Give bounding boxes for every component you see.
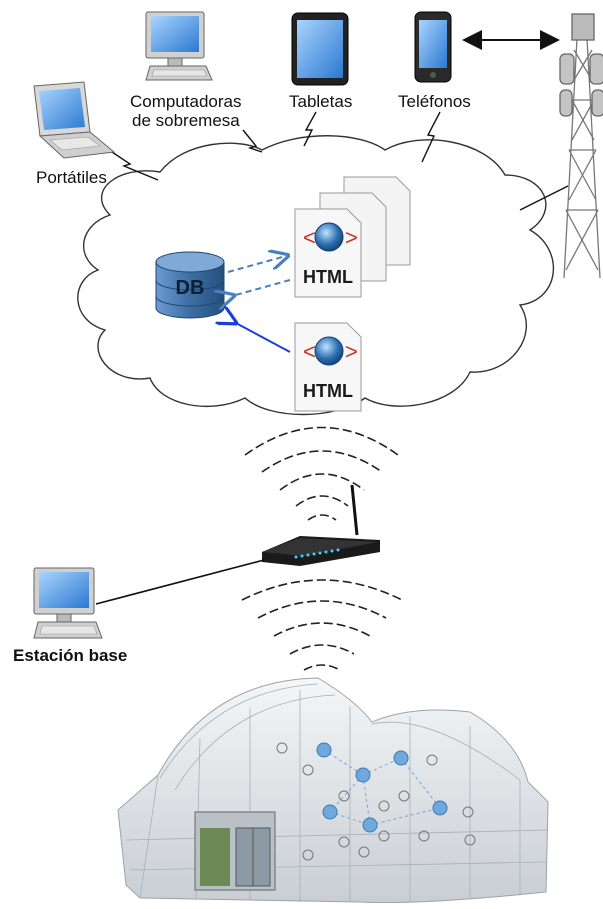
- base-station-cable: [95, 559, 265, 605]
- svg-text:<: <: [303, 339, 316, 364]
- svg-text:>: >: [345, 225, 358, 250]
- desktops-label-line1: Computadoras: [130, 92, 242, 111]
- wireless-waves-lower: [241, 579, 403, 671]
- wireless-waves-upper: [244, 426, 399, 521]
- html-document-icon: < > HTML: [294, 208, 362, 298]
- db-label: DB: [176, 277, 205, 299]
- svg-text:<: <: [303, 225, 316, 250]
- sensor-network: [276, 742, 476, 861]
- phones-label: Teléfonos: [398, 92, 471, 111]
- html-document-stack: < > HTML < > HTML: [294, 176, 411, 412]
- cell-tower-icon: [559, 13, 603, 279]
- database-icon: DB: [155, 251, 225, 319]
- base-station-label: Estación base: [13, 646, 128, 665]
- laptops-label: Portátiles: [36, 168, 107, 187]
- desktop-computer-icon: [145, 11, 213, 81]
- svg-text:>: >: [345, 339, 358, 364]
- tablets-label: Tabletas: [289, 92, 353, 111]
- html-label: HTML: [303, 267, 353, 287]
- html-label: HTML: [303, 381, 353, 401]
- wireless-router-icon: [262, 484, 380, 566]
- tablet-icon: [291, 12, 349, 86]
- connector-tablet-cloud: [303, 111, 317, 147]
- connector-phone-cloud: [421, 111, 441, 163]
- greenhouse-photo: [117, 677, 549, 904]
- db-html-arrows: [228, 256, 290, 353]
- connector-desktop-cloud: [242, 129, 263, 153]
- connector-laptop-cloud: [111, 151, 159, 181]
- smartphone-icon: [414, 11, 452, 83]
- connector-tower-cloud: [519, 185, 569, 211]
- html-document-icon: < > HTML: [294, 322, 362, 412]
- desktops-label-line2: de sobremesa: [132, 111, 240, 130]
- laptop-icon: [33, 81, 116, 159]
- base-station-computer-icon: [33, 567, 103, 639]
